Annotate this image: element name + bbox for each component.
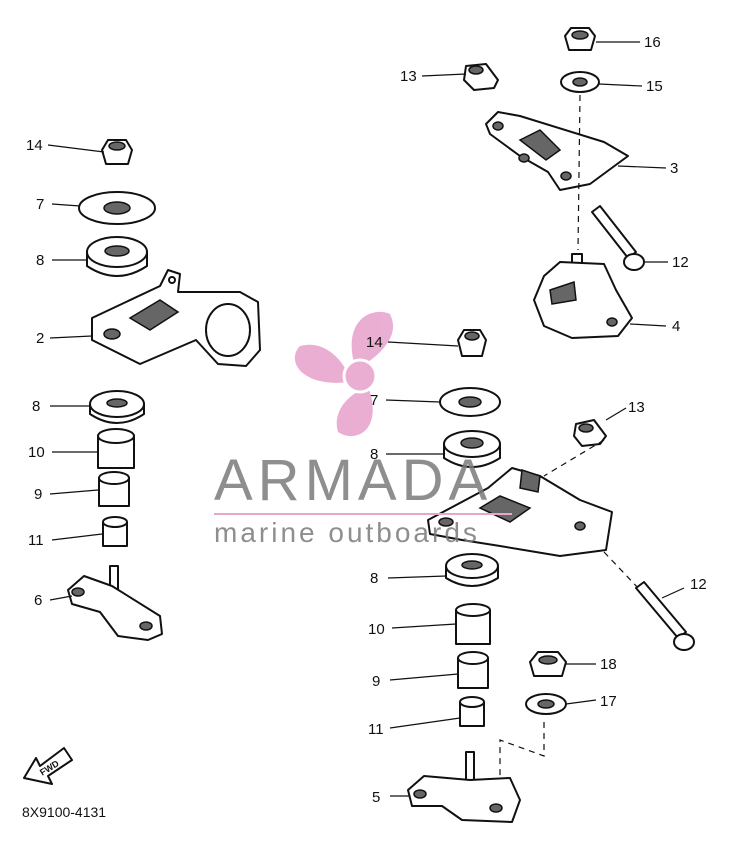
bracket-3: [485, 111, 629, 191]
callout-11-left: 11: [28, 532, 44, 549]
bolt-13-top: [463, 63, 499, 91]
callout-2: 2: [36, 330, 44, 347]
collar-11-left: [102, 516, 128, 547]
callout-8-center-top: 8: [370, 446, 378, 463]
callout-14-center: 14: [366, 334, 383, 351]
callout-15: 15: [646, 78, 663, 95]
callout-6: 6: [34, 592, 42, 609]
callout-8-left-top: 8: [36, 252, 44, 269]
damper-8-center-bottom: [445, 553, 499, 587]
nut-18: [529, 651, 567, 677]
washer-7-center: [439, 387, 501, 417]
damper-8-left-bottom: [89, 390, 145, 424]
nut-14-left: [101, 139, 133, 165]
damper-8-left-top: [86, 236, 148, 277]
diagram-code: 8X9100-4131: [22, 804, 106, 820]
callout-17: 17: [600, 693, 617, 710]
bracket-2: [91, 269, 261, 367]
callout-8-center-bottom: 8: [370, 570, 378, 587]
callout-3: 3: [670, 160, 678, 177]
bolt-13-center: [573, 419, 607, 447]
nut-16: [564, 27, 596, 51]
watermark-tagline: marine outboards: [214, 517, 480, 548]
callouts: 14 7 8 2 8 10 9 11 6 13 16 15 3 12 4 14 …: [26, 34, 707, 806]
plate-5: [407, 751, 521, 823]
nut-14-center: [457, 329, 487, 357]
bolt-12-center: [635, 581, 695, 651]
collar-10-left: [97, 428, 135, 469]
callout-11-center: 11: [368, 721, 384, 738]
callout-14-left: 14: [26, 137, 43, 154]
mount-4: [533, 253, 633, 339]
fwd-arrow-icon: FWD: [23, 747, 73, 785]
callout-4: 4: [672, 318, 680, 335]
callout-13-top: 13: [400, 68, 417, 85]
collar-9-left: [98, 471, 130, 507]
bolt-12-top: [591, 205, 645, 271]
callout-9-left: 9: [34, 486, 42, 503]
callout-12-center: 12: [690, 576, 707, 593]
plate-6: [67, 565, 163, 641]
callout-10-center: 10: [368, 621, 385, 638]
damper-8-center-top: [443, 430, 501, 468]
washer-15: [560, 71, 600, 93]
collar-9-center: [457, 651, 489, 689]
collar-11-center: [459, 696, 485, 727]
watermark-brand: ARMADA: [214, 448, 492, 513]
callout-18: 18: [600, 656, 617, 673]
washer-7-left: [78, 191, 156, 225]
propeller-logo-icon: [294, 311, 394, 437]
washer-17: [525, 693, 567, 715]
callout-7-center: 7: [370, 392, 378, 409]
callout-9-center: 9: [372, 673, 380, 690]
callout-13-center: 13: [628, 399, 645, 416]
callout-12-top: 12: [672, 254, 689, 271]
callout-16: 16: [644, 34, 661, 51]
callout-7-left: 7: [36, 196, 44, 213]
callout-8-left-bottom: 8: [32, 398, 40, 415]
callout-5: 5: [372, 789, 380, 806]
bracket-center: [427, 467, 613, 557]
collar-10-center: [455, 603, 491, 645]
callout-10-left: 10: [28, 444, 45, 461]
